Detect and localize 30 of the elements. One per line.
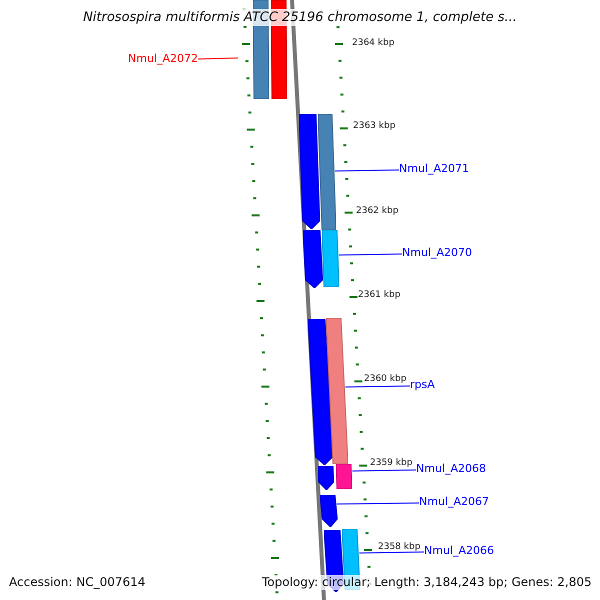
scale-label: 2363 kbp: [353, 121, 396, 132]
leader-line: [352, 470, 416, 472]
gene-feature: [318, 114, 336, 230]
gene-label: Nmul_A2068: [416, 462, 486, 476]
leader-line: [334, 170, 400, 172]
gene-feature-pointed: [318, 466, 334, 490]
leader-line: [344, 386, 410, 388]
scale-label: 2359 kbp: [370, 458, 412, 469]
gene-label: rpsA: [410, 378, 435, 392]
gene-feature: [326, 318, 348, 464]
leader-line: [336, 502, 420, 504]
gene-label: Nmul_A2067: [419, 495, 489, 509]
gene-feature: [322, 230, 339, 287]
scale-label: 2362 kbp: [356, 206, 398, 217]
gene-feature-pointed: [303, 230, 323, 288]
leader-line: [198, 58, 238, 60]
gene-label: Nmul_A2071: [399, 162, 469, 176]
gene-feature-pointed: [320, 495, 338, 527]
scale-label: 2358 kbp: [378, 542, 420, 553]
gene-label: Nmul_A2066: [424, 544, 494, 558]
leader-line: [338, 254, 402, 256]
scale-label: 2361 kbp: [358, 290, 400, 301]
scale-label: 2364 kbp: [352, 38, 394, 49]
scale-label: 2360 kbp: [364, 374, 406, 385]
gene-label: Nmul_A2072: [128, 52, 198, 66]
gene-label: Nmul_A2070: [402, 246, 472, 260]
footer-text: Accession: NC_007614: [9, 575, 146, 590]
gene-feature: [336, 464, 352, 489]
footer-text: Topology: circular; Length: 3,184,243 bp; Genes: 2,805: [262, 575, 592, 590]
leader-line: [358, 552, 424, 554]
